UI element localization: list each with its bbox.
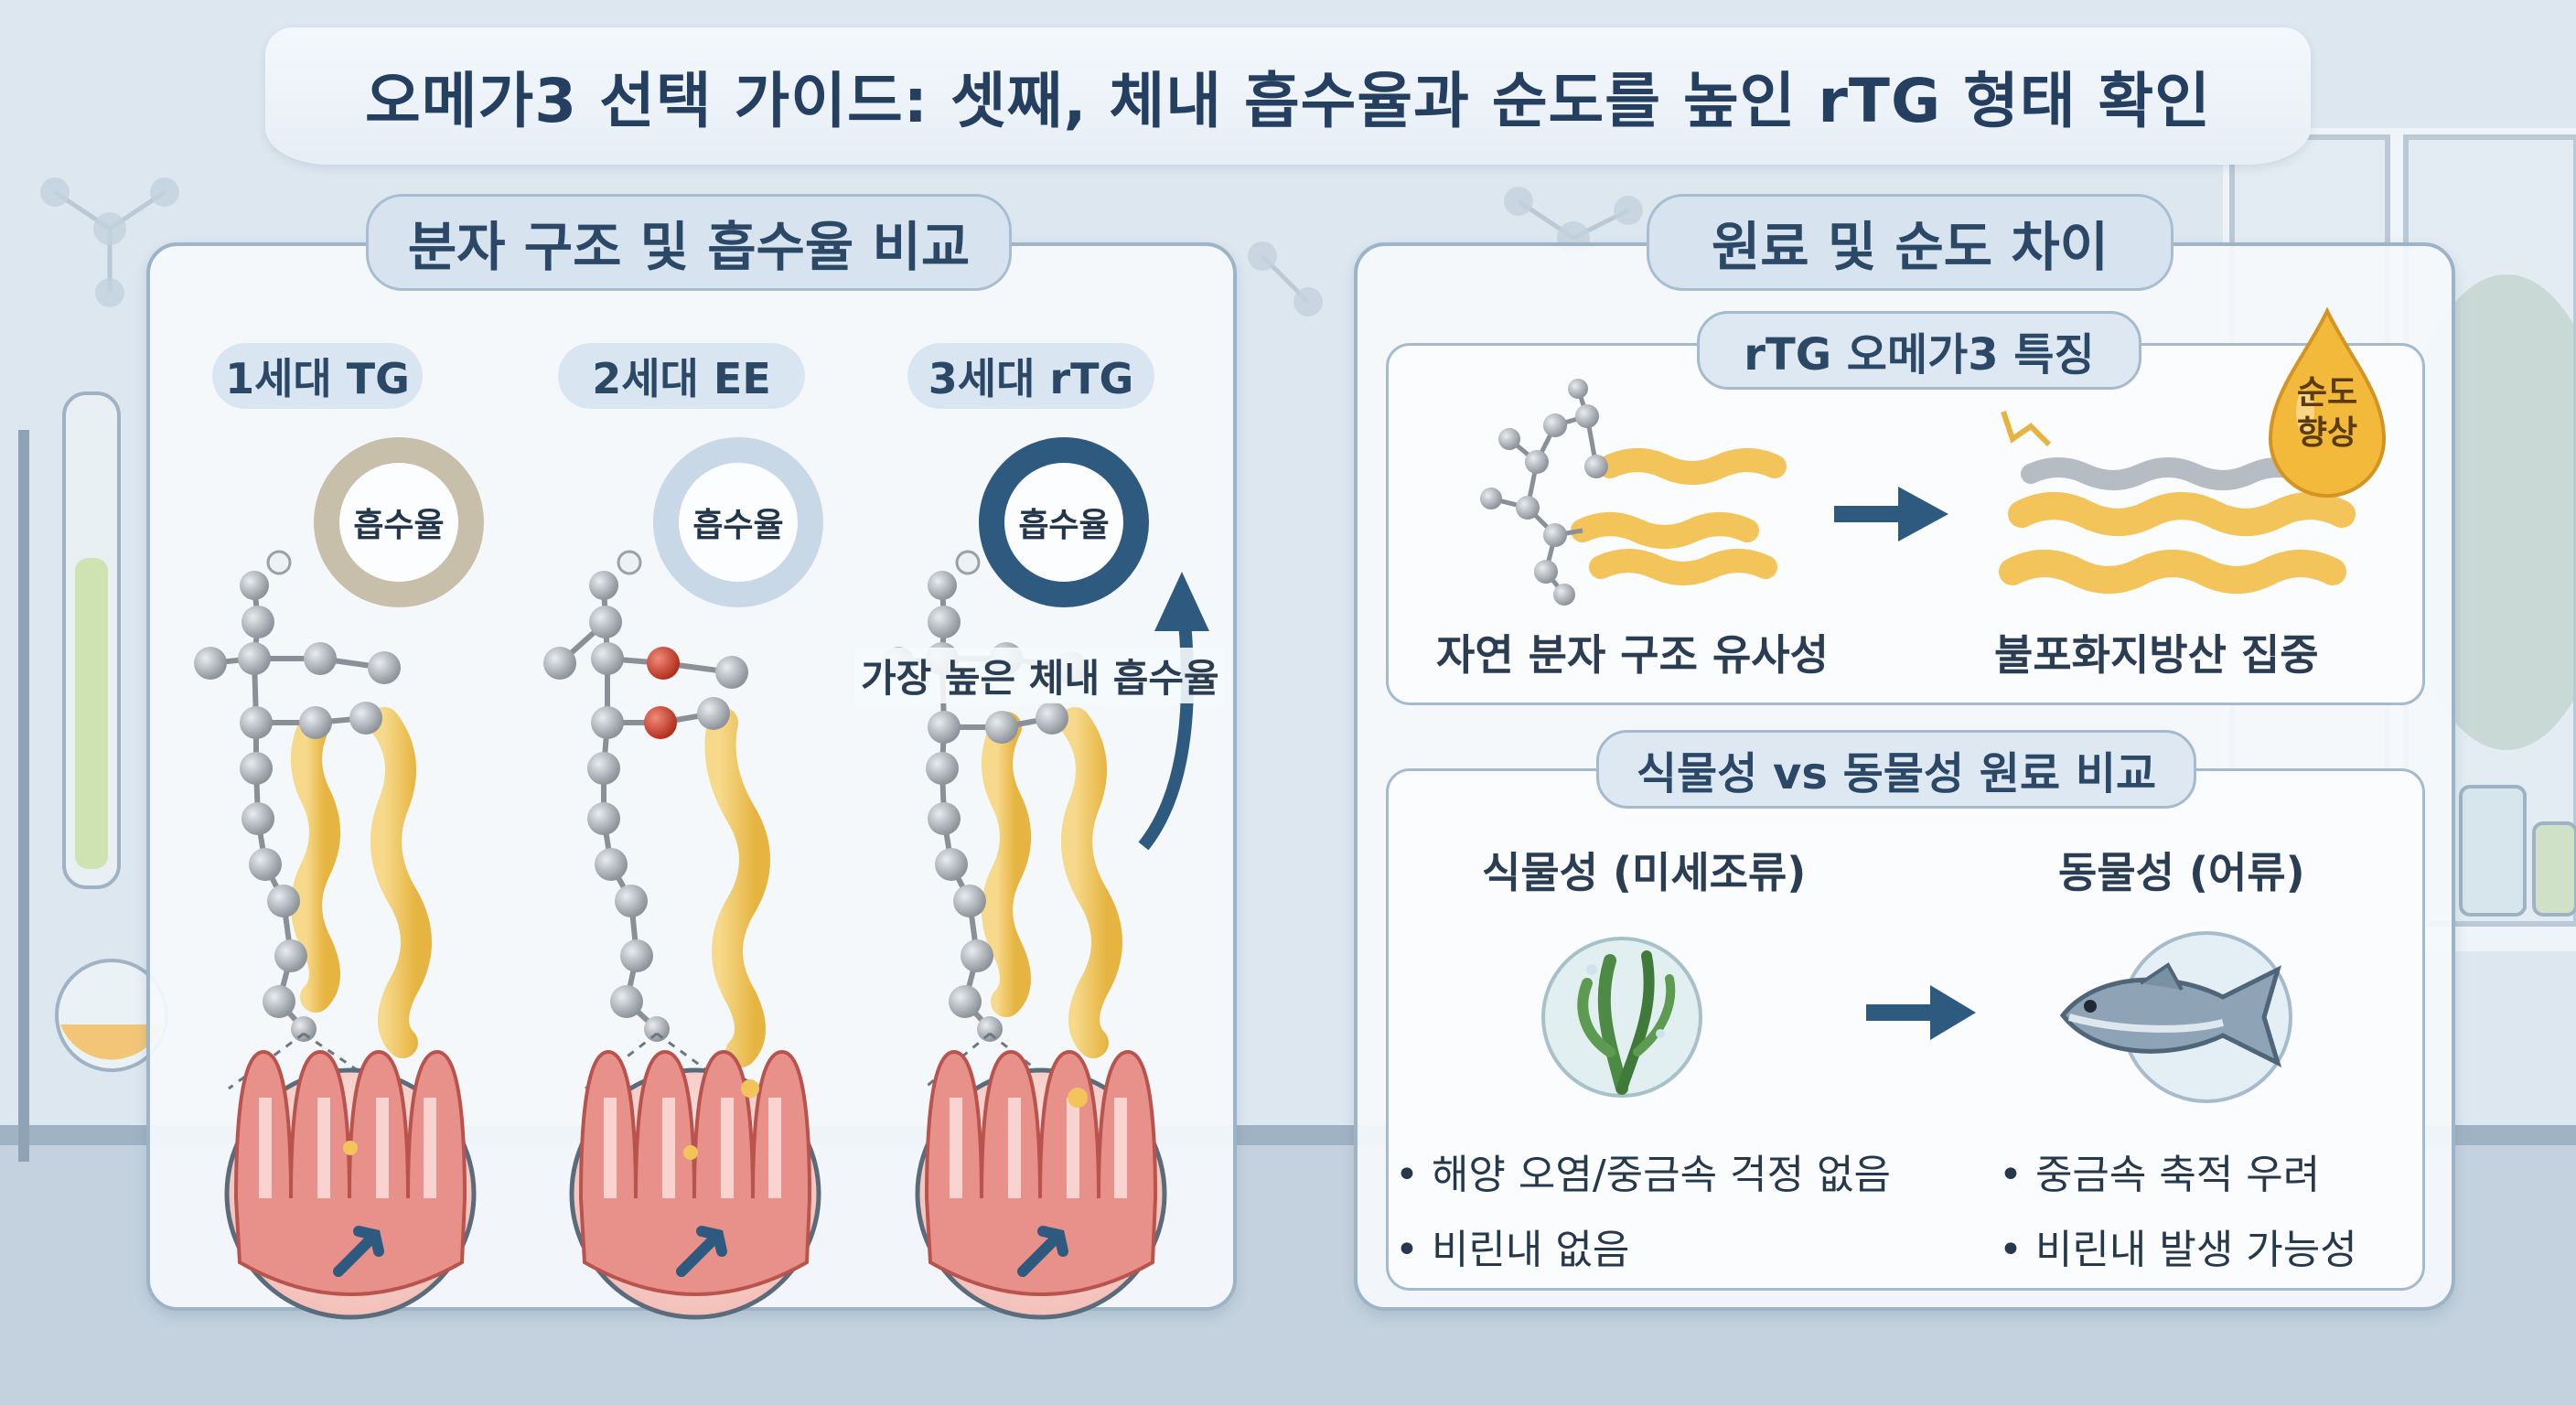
gen1-molecule [194, 550, 432, 1090]
gen2-molecule [543, 550, 770, 1090]
source-comparison-heading: 식물성 vs 동물성 원료 비교 [1596, 730, 2196, 809]
unsaturated-fatty-acid-caption: 불포화지방산 집중 [1994, 630, 2319, 680]
page-title: 오메가3 선택 가이드: 셋째, 체내 흡수율과 순도를 높인 rTG 형태 확… [365, 66, 2211, 136]
concentrated-fatty-acid-chains [1999, 411, 2356, 594]
gen2-intestine-villi [569, 1049, 821, 1320]
gen1-label: 1세대 TG [212, 343, 423, 409]
plant-source-title: 식물성 (미세조류) [1482, 848, 1807, 897]
purity-badge: 순도 향상 [2267, 373, 2388, 454]
natural-structure-caption: 자연 분자 구조 유사성 [1436, 630, 1829, 680]
highest-absorption-label: 가장 높은 체내 흡수율 [855, 648, 1225, 703]
gen1-ring-label: 흡수율 [339, 463, 458, 582]
gen1-absorption-ring: 흡수율 [314, 437, 484, 607]
material-purity-heading: 원료 및 순도 차이 [1647, 194, 2174, 291]
animal-bullet: • 비린내 발생 가능성 [1999, 1227, 2357, 1273]
gen3-ring-label: 흡수율 [1004, 463, 1123, 582]
gen2-label: 2세대 EE [558, 343, 805, 409]
gen3-intestine-villi [915, 1049, 1167, 1320]
purity-drop-icon [2268, 306, 2387, 498]
gen2-ring-label: 흡수율 [679, 463, 798, 582]
title-banner: 오메가3 선택 가이드: 셋째, 체내 흡수율과 순도를 높인 rTG 형태 확… [265, 27, 2311, 165]
gen2-oxygen-atom [647, 647, 680, 680]
purity-badge-line2: 향상 [2296, 414, 2358, 452]
gen3-absorption-ring: 흡수율 [979, 437, 1149, 607]
arrow-right-icon [1834, 487, 1948, 542]
fish-icon [2059, 931, 2292, 1103]
purity-badge-line1: 순도 [2296, 374, 2358, 412]
gen1-intestine-villi [224, 1049, 477, 1320]
gen3-label: 3세대 rTG [907, 343, 1154, 409]
plant-bullet: • 비린내 없음 [1395, 1227, 1630, 1273]
plant-bullet: • 해양 오염/중금속 걱정 없음 [1395, 1152, 1892, 1198]
rtg-feature-heading: rTG 오메가3 특징 [1697, 311, 2141, 390]
animal-bullet: • 중금속 축적 우려 [1999, 1152, 2321, 1198]
absorption-comparison-heading: 분자 구조 및 흡수율 비교 [366, 194, 1012, 291]
gen2-absorption-ring: 흡수율 [653, 437, 823, 607]
gen2-oxygen-atom [644, 706, 677, 739]
arrow-right-icon [1866, 985, 1976, 1040]
animal-source-title: 동물성 (어류) [2058, 848, 2305, 897]
natural-structure-molecule [1480, 379, 1787, 606]
microalgae-icon [1541, 937, 1702, 1098]
